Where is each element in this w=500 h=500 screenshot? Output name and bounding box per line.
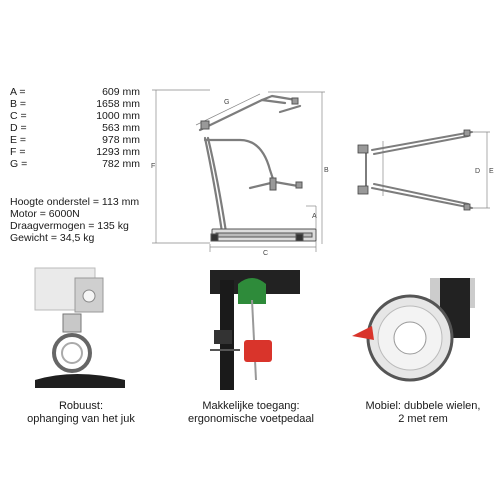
dimension-value: 1658 mm bbox=[96, 98, 140, 110]
dimension-key: F = bbox=[10, 146, 26, 158]
dimension-value: 1293 mm bbox=[96, 146, 140, 158]
label-e: E bbox=[489, 168, 494, 175]
label-f: F bbox=[151, 163, 155, 170]
photo-double-wheels bbox=[352, 278, 475, 382]
dimension-key: C = bbox=[10, 110, 27, 122]
dimension-key: E = bbox=[10, 134, 27, 146]
caption-pedal: Makkelijke toegang: ergonomische voetped… bbox=[176, 400, 326, 426]
caption-yoke: Robuust: ophanging van het juk bbox=[6, 400, 156, 426]
photo-yoke-suspension bbox=[34, 267, 125, 388]
dimension-key: D = bbox=[10, 122, 27, 134]
caption-yoke-title: Robuust: bbox=[58, 400, 104, 412]
caption-pedal-title: Makkelijke toegang: bbox=[202, 400, 300, 412]
caption-pedal-text: ergonomische voetpedaal bbox=[188, 413, 314, 425]
spec-capacity: Draagvermogen = 135 kg bbox=[10, 220, 129, 232]
label-c: C bbox=[263, 250, 268, 257]
caption-yoke-text: ophanging van het juk bbox=[27, 413, 135, 425]
label-d: D bbox=[475, 168, 480, 175]
dimension-key: G = bbox=[10, 158, 28, 170]
dimension-key: A = bbox=[10, 86, 26, 98]
label-g: G bbox=[224, 99, 229, 106]
dimension-value: 978 mm bbox=[102, 134, 140, 146]
label-b: B bbox=[324, 167, 329, 174]
dimension-value: 563 mm bbox=[102, 122, 140, 134]
dimension-value: 782 mm bbox=[102, 158, 140, 170]
spec-chassis-height: Hoogte onderstel = 113 mm bbox=[10, 196, 140, 208]
caption-wheels-title: Mobiel: dubbele wielen, bbox=[365, 400, 481, 412]
dimension-key: B = bbox=[10, 98, 27, 110]
photo-foot-pedal bbox=[210, 270, 300, 390]
spec-motor: Motor = 6000N bbox=[10, 208, 80, 220]
caption-wheels-text: 2 met rem bbox=[398, 413, 448, 425]
caption-wheels: Mobiel: dubbele wielen, 2 met rem bbox=[348, 400, 498, 426]
dimension-value: 609 mm bbox=[102, 86, 140, 98]
spec-weight: Gewicht = 34,5 kg bbox=[10, 232, 95, 244]
label-a: A bbox=[312, 213, 317, 220]
dimension-value: 1000 mm bbox=[96, 110, 140, 122]
